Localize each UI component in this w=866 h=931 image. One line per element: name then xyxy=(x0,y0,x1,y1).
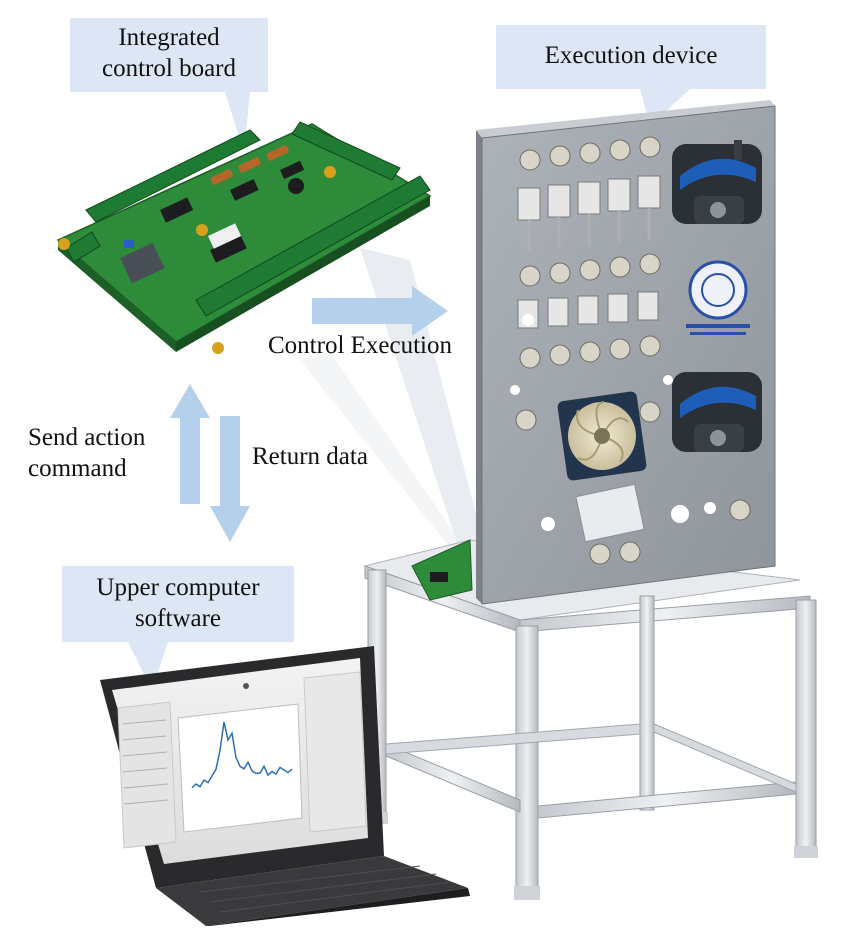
control-execution-label: Control Execution xyxy=(268,332,452,359)
return-data-label: Return data xyxy=(252,443,368,470)
send-command-label: Send action command xyxy=(28,424,146,482)
screen-plot-line xyxy=(191,721,293,789)
laptop-image xyxy=(100,646,470,926)
logo-emblem-icon xyxy=(686,260,750,335)
control-board-image xyxy=(56,121,432,354)
return-data-arrow xyxy=(210,416,250,542)
fan-icon xyxy=(557,391,647,481)
projection-beam-floor xyxy=(300,352,470,560)
send-command-arrow xyxy=(170,384,210,504)
callout-device-label: Execution device xyxy=(544,42,718,69)
peristaltic-pump-icon xyxy=(672,144,762,224)
control-execution-arrow xyxy=(312,286,448,336)
callout-board-bubble xyxy=(70,18,268,152)
table-board-image xyxy=(411,539,473,601)
callout-software-bubble xyxy=(62,566,294,690)
execution-device-image xyxy=(476,100,776,605)
callout-board-label: Integrated control board xyxy=(102,24,236,82)
callout-device-bubble xyxy=(496,25,766,126)
peristaltic-pump-icon xyxy=(672,372,762,452)
callout-software-label: Upper computer software xyxy=(96,574,260,632)
